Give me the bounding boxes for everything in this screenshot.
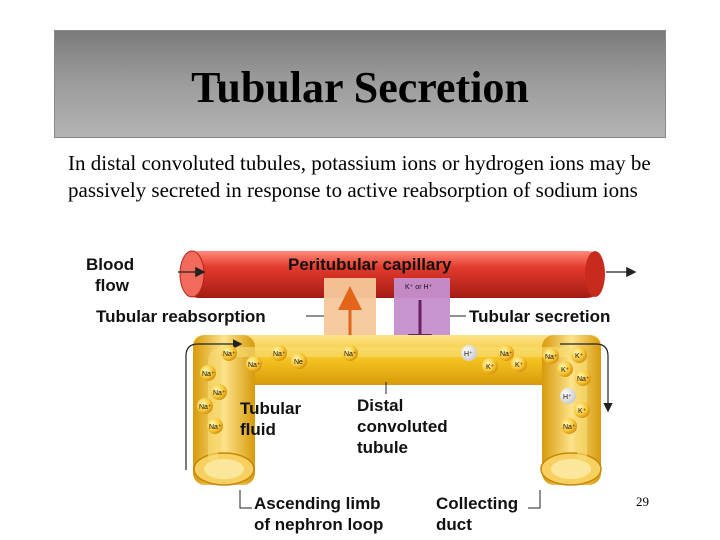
- distal-tubule-label-line1: Distal: [357, 396, 403, 415]
- distal-tubule-label-line2: convoluted: [357, 417, 448, 436]
- ascending-limb-leader: [239, 490, 252, 509]
- ion-na: Na⁺: [246, 356, 262, 372]
- ion-k: K⁺: [482, 358, 498, 374]
- ion-na: Na⁺: [498, 345, 514, 361]
- svg-text:K⁺: K⁺: [486, 364, 495, 371]
- page-number: 29: [636, 494, 649, 509]
- distal-tubule-label-line3: tubule: [357, 438, 408, 457]
- svg-text:Na⁺: Na⁺: [545, 354, 558, 361]
- collecting-duct-label-line2: duct: [436, 515, 472, 534]
- svg-text:K⁺: K⁺: [561, 367, 570, 374]
- ion-na: Na⁺: [543, 348, 559, 364]
- tubular-secretion-label: Tubular secretion: [469, 307, 610, 326]
- ion-k: K⁺: [557, 361, 573, 377]
- blood-flow-label-line1: Blood: [86, 255, 134, 274]
- ion-k: K⁺: [574, 402, 590, 418]
- collecting-duct-leader: [528, 490, 541, 509]
- ion-na: Na⁺: [221, 345, 237, 361]
- collecting-duct-label-line1: Collecting: [436, 494, 518, 513]
- svg-text:K⁺: K⁺: [575, 353, 584, 360]
- svg-text:H⁺: H⁺: [464, 351, 473, 358]
- svg-text:Na⁺: Na⁺: [344, 351, 357, 358]
- ion-na: Na⁺: [575, 370, 591, 386]
- svg-text:Na⁺: Na⁺: [199, 404, 212, 411]
- ion-na: Na⁺: [342, 345, 358, 361]
- ion-na: Na⁺: [197, 398, 213, 414]
- ion-k: K⁺: [511, 356, 527, 372]
- slide-title: Tubular Secretion: [191, 63, 529, 112]
- svg-text:K⁺: K⁺: [578, 408, 587, 415]
- ion-ne: Ne: [291, 353, 307, 369]
- ion-na: Na⁺: [561, 418, 577, 434]
- svg-text:Na⁺: Na⁺: [202, 371, 215, 378]
- blood-flow-label-line2: flow: [95, 276, 130, 295]
- ascending-limb-label-line2: of nephron loop: [254, 515, 383, 534]
- tubular-reabsorption-label: Tubular reabsorption: [96, 307, 266, 326]
- ion-na: Na⁺: [207, 418, 223, 434]
- secretion-ion-label: K⁺ or H⁺: [405, 284, 433, 291]
- svg-text:H⁺: H⁺: [563, 394, 572, 401]
- ascending-limb-label-line1: Ascending limb: [254, 494, 381, 513]
- tubular-flow-arrow-left: [185, 339, 243, 470]
- ion-na: Na⁺: [271, 345, 287, 361]
- svg-text:Na⁺: Na⁺: [500, 351, 513, 358]
- svg-text:Na⁺: Na⁺: [213, 390, 226, 397]
- tubular-fluid-label-line2: fluid: [240, 420, 276, 439]
- svg-text:Na⁺: Na⁺: [273, 351, 286, 358]
- svg-text:Na⁺: Na⁺: [209, 424, 222, 431]
- svg-text:Na⁺: Na⁺: [577, 376, 590, 383]
- svg-text:Na⁺: Na⁺: [563, 424, 576, 431]
- tubular-fluid-label-line1: Tubular: [240, 399, 301, 418]
- capillary-label: Peritubular capillary: [288, 255, 452, 274]
- svg-text:Na⁺: Na⁺: [248, 362, 261, 369]
- title-bar: Tubular Secretion: [54, 30, 666, 138]
- svg-text:K⁺: K⁺: [515, 362, 524, 369]
- svg-text:Na⁺: Na⁺: [223, 351, 236, 358]
- ion-k: K⁺: [571, 347, 587, 363]
- ion-h: H⁺: [461, 345, 477, 361]
- svg-text:Ne: Ne: [294, 359, 303, 366]
- ion-na: Na⁺: [211, 384, 227, 400]
- tubular-flow-arrow-right: [560, 343, 613, 413]
- ion-h: H⁺: [560, 388, 576, 404]
- ion-na: Na⁺: [200, 365, 216, 381]
- ion-beads: Na⁺ Na⁺ Na⁺ Na⁺ Ne Na⁺ Na⁺ Na⁺ Na⁺ H⁺ Na…: [197, 345, 591, 434]
- peritubular-capillary: [179, 250, 605, 298]
- slide-body-text: In distal convoluted tubules, potassium …: [68, 151, 651, 202]
